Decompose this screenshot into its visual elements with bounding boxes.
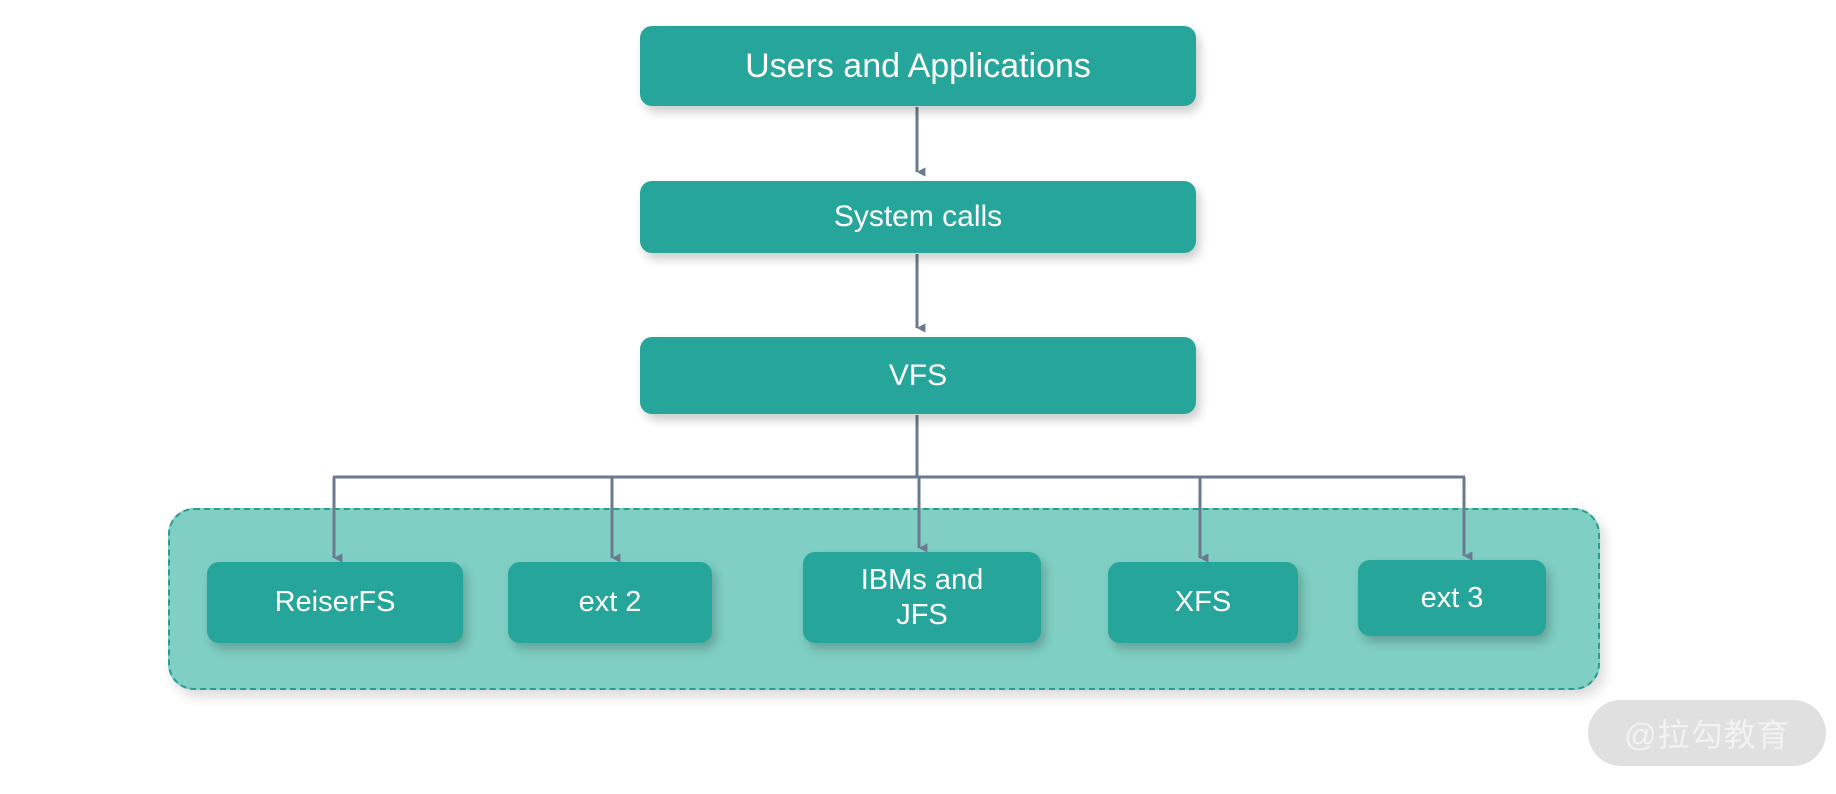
node-ext3[interactable]: ext 3 bbox=[1358, 560, 1546, 636]
node-vfs[interactable]: VFS bbox=[640, 337, 1196, 414]
node-label-ext3: ext 3 bbox=[1420, 581, 1484, 614]
node-system-calls[interactable]: System calls bbox=[640, 181, 1196, 253]
node-ext2[interactable]: ext 2 bbox=[508, 562, 712, 643]
node-reiserfs[interactable]: ReiserFS bbox=[207, 562, 463, 643]
watermark-badge: @拉勾教育 bbox=[1588, 700, 1826, 766]
node-users-and-applications[interactable]: Users and Applications bbox=[640, 26, 1196, 106]
node-label-ibms-and-jfs: IBMs and JFS bbox=[860, 563, 984, 631]
node-ibms-and-jfs[interactable]: IBMs and JFS bbox=[803, 552, 1041, 643]
watermark-text: @拉勾教育 bbox=[1624, 717, 1790, 753]
node-xfs[interactable]: XFS bbox=[1108, 562, 1298, 643]
node-label-vfs: VFS bbox=[888, 358, 948, 392]
node-label-users-and-applications: Users and Applications bbox=[745, 46, 1091, 85]
node-label-system-calls: System calls bbox=[833, 200, 1003, 234]
node-label-reiserfs: ReiserFS bbox=[274, 586, 396, 619]
node-label-xfs: XFS bbox=[1174, 586, 1232, 619]
node-label-ext2: ext 2 bbox=[578, 586, 642, 619]
